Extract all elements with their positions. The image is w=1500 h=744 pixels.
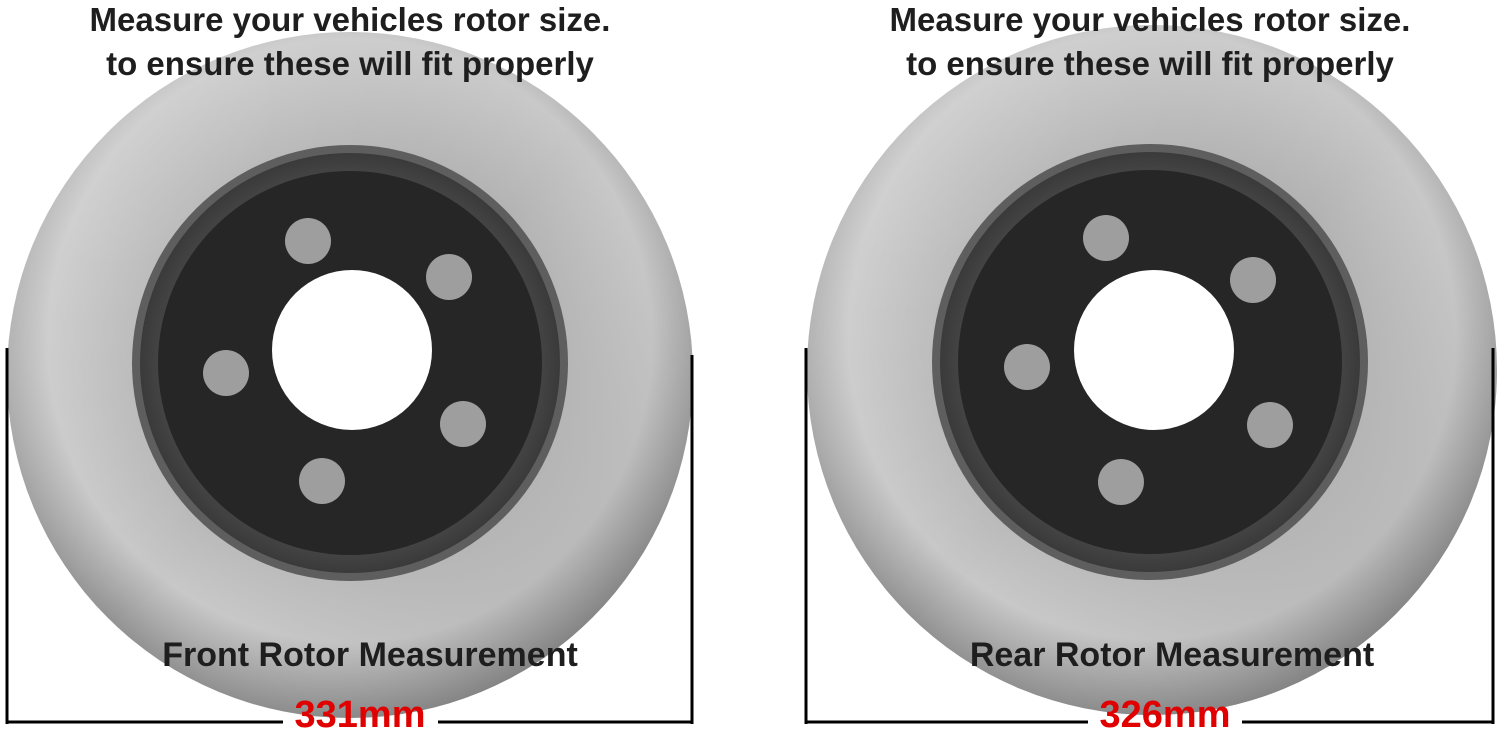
bolt-hole (440, 401, 486, 447)
front-rotor-caption: Front Rotor Measurement (162, 636, 578, 674)
bolt-hole (1083, 215, 1129, 261)
front-rotor-panel: Measure your vehicles rotor size. to ens… (0, 0, 750, 741)
bolt-hole (285, 218, 331, 264)
rear-rotor-measurement: 326mm (1099, 694, 1231, 736)
bolt-hole (1004, 344, 1050, 390)
front-rotor-measurement: 331mm (294, 694, 426, 736)
measurement-bracket (804, 348, 1495, 724)
heading-line-2: to ensure these will fit properly (906, 45, 1394, 82)
center-bore (1074, 270, 1234, 430)
heading-line-2: to ensure these will fit properly (106, 45, 594, 82)
bolt-hole (203, 350, 249, 396)
bolt-hole (426, 254, 472, 300)
front-heading: Measure your vehicles rotor size. to ens… (0, 0, 700, 86)
bolt-hole (1098, 459, 1144, 505)
front-rotor-image (5, 32, 694, 724)
rear-rotor-caption: Rear Rotor Measurement (969, 636, 1375, 674)
measurement-bracket (5, 348, 694, 724)
heading-line-1: Measure your vehicles rotor size. (889, 1, 1411, 38)
rear-rotor-image (804, 25, 1497, 724)
rear-rotor-panel: Measure your vehicles rotor size. to ens… (750, 0, 1500, 741)
bolt-hole (1230, 257, 1276, 303)
rear-heading: Measure your vehicles rotor size. to ens… (800, 0, 1500, 86)
heading-line-1: Measure your vehicles rotor size. (89, 1, 611, 38)
center-bore (272, 270, 432, 430)
bolt-hole (299, 458, 345, 504)
bolt-hole (1247, 402, 1293, 448)
